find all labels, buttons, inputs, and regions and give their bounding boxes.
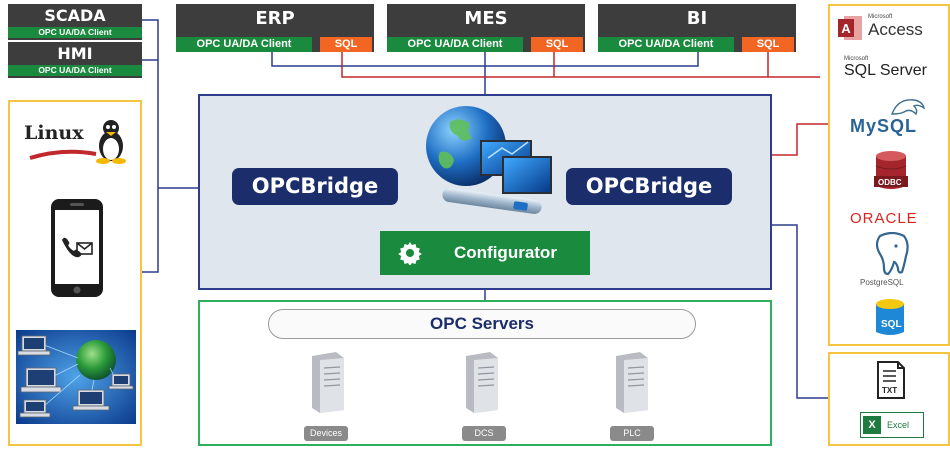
globe-monitors-icon (426, 106, 552, 214)
postgresql-elephant-icon (875, 232, 909, 276)
txt-file-icon (877, 361, 905, 399)
wire-right-db (772, 123, 828, 156)
tux-icon (96, 120, 126, 164)
hmi-title: HMI (57, 44, 93, 63)
postgresql-label: PostgreSQL (860, 278, 904, 287)
mes-sql-label: SQL (531, 37, 583, 52)
linux-swoosh-icon (29, 149, 97, 160)
erp-client-label: OPC UA/DA Client (176, 37, 312, 52)
access-brand: Microsoft (868, 14, 893, 20)
mysql-label: MySQL (850, 116, 918, 136)
hmi-box: HMI OPC UA/DA Client (8, 42, 142, 78)
opc-servers-panel: OPC Servers Devices DCS PLC (198, 300, 772, 446)
txt-label: TXT (882, 386, 898, 395)
sql-icon-label: SQL (881, 319, 902, 330)
gear-icon (398, 242, 422, 265)
access-icon: A (838, 16, 862, 40)
linux-logo: Linux (24, 122, 84, 144)
smartphone-icon (51, 199, 103, 297)
sqlserver-brand: Microsoft (844, 56, 869, 62)
mes-box: MES OPC UA/DA Client SQL (387, 4, 585, 52)
bi-title: BI (686, 8, 708, 29)
mes-title: MES (464, 8, 508, 29)
configurator-panel[interactable]: Configurator (380, 231, 590, 275)
wire-top-sql (341, 52, 820, 78)
svg-text:A: A (841, 21, 851, 36)
opcbridge-left-label: OPCBridge (232, 168, 398, 205)
server-label-devices: Devices (304, 426, 348, 441)
odbc-database-icon (874, 151, 908, 189)
server-label-dcs: DCS (462, 426, 506, 441)
oracle-label: ORACLE (850, 210, 918, 227)
wire-scada (142, 19, 159, 273)
opcbridge-core: OPCBridge OPCBridge (198, 94, 772, 290)
scada-box: SCADA OPC UA/DA Client (8, 4, 142, 40)
scada-client-label: OPC UA/DA Client (8, 27, 142, 38)
files-panel: TXT X Excel (828, 352, 950, 446)
access-label: Access (868, 20, 923, 39)
server-tower-icon (466, 352, 498, 413)
server-label-plc: PLC (610, 426, 654, 441)
erp-sql-label: SQL (320, 37, 372, 52)
odbc-label: ODBC (878, 178, 902, 187)
server-tower-icon (312, 352, 344, 413)
sql-database-icon (876, 299, 904, 335)
scada-title: SCADA (44, 6, 106, 25)
mysql-dolphin-icon (890, 99, 926, 116)
bi-box: BI OPC UA/DA Client SQL (598, 4, 796, 52)
configurator-label: Configurator (454, 243, 557, 262)
mes-client-label: OPC UA/DA Client (387, 37, 523, 52)
databases-panel: A Microsoft Access Microsoft SQL Server … (828, 4, 950, 346)
server-tower-icon (616, 352, 648, 413)
opc-servers-bus: OPC Servers (268, 309, 696, 339)
platforms-panel: Linux (8, 100, 142, 446)
bi-client-label: OPC UA/DA Client (598, 37, 734, 52)
network-laptops-image (16, 330, 136, 424)
wire-right-files (772, 224, 828, 399)
excel-icon: X (863, 416, 881, 434)
sqlserver-label: SQL Server (844, 62, 927, 79)
opcbridge-right-label: OPCBridge (566, 168, 732, 205)
mail-icon (76, 242, 93, 255)
excel-badge: X Excel (860, 412, 924, 438)
excel-label: Excel (887, 420, 910, 430)
erp-title: ERP (255, 8, 295, 29)
bi-sql-label: SQL (742, 37, 794, 52)
erp-box: ERP OPC UA/DA Client SQL (176, 4, 374, 52)
hmi-client-label: OPC UA/DA Client (8, 65, 142, 76)
wire-top-opc (271, 52, 699, 94)
linux-label: Linux (24, 122, 84, 144)
